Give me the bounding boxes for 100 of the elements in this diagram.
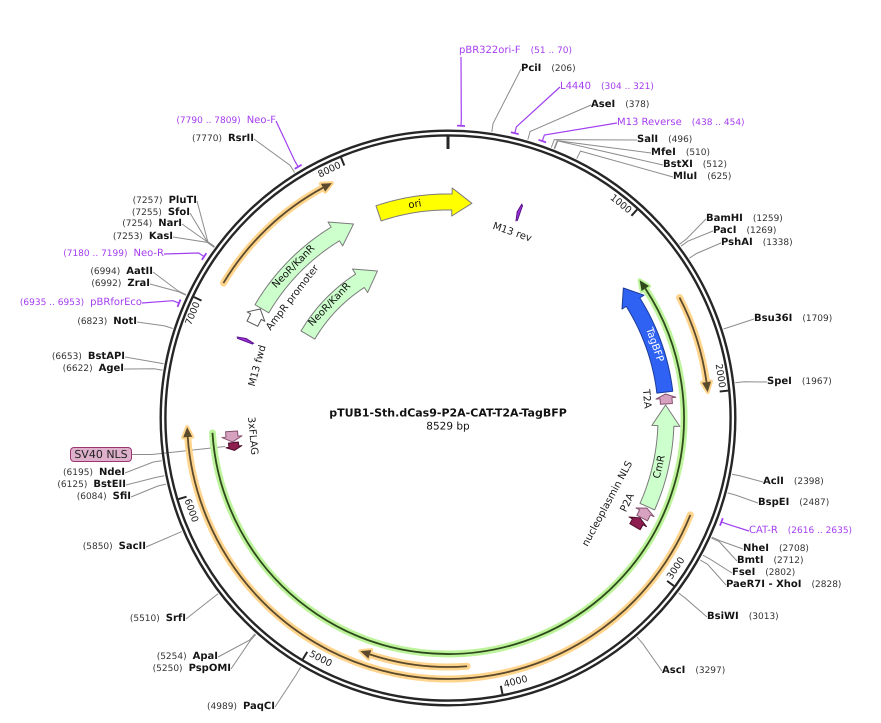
restriction-site-label: NheI (2708) bbox=[743, 543, 809, 555]
leader-line bbox=[136, 322, 174, 329]
leader-line bbox=[230, 634, 256, 670]
restriction-site-label: Bsu36I (1709) bbox=[754, 313, 832, 325]
feature-label: TagBFP bbox=[642, 326, 665, 364]
restriction-site-label: PshAI (1338) bbox=[721, 237, 793, 249]
feature-label: ori bbox=[408, 198, 422, 212]
restriction-site-label: (5850) SacII bbox=[82, 541, 146, 553]
plasmid-name: pTUB1-Sth.dCas9-P2A-CAT-T2A-TagBFP bbox=[329, 406, 567, 420]
leader-line bbox=[734, 381, 768, 384]
sequence-feature bbox=[246, 308, 266, 328]
primer-label: CAT-R (2616 .. 2635) bbox=[749, 525, 852, 537]
tick-label: 8000 bbox=[316, 160, 344, 181]
leader-line bbox=[732, 474, 764, 482]
leader-line bbox=[254, 138, 296, 173]
leader-line bbox=[491, 68, 522, 132]
feature-label: M13 fwd bbox=[246, 344, 270, 388]
restriction-site-label: (5250) PspOMI bbox=[152, 663, 231, 675]
leader-line bbox=[723, 318, 754, 330]
primer-label: (6935 .. 6953) pBRforEco bbox=[20, 297, 142, 309]
restriction-site-label: BspEI (2487) bbox=[758, 497, 830, 509]
restriction-site-label: (6994) AatII bbox=[90, 266, 153, 278]
feature-label: CmR bbox=[652, 454, 669, 480]
leader-line bbox=[550, 139, 638, 148]
restriction-site-label: (6622) AgeI bbox=[62, 363, 124, 375]
restriction-site-label: (5510) SrfI bbox=[130, 613, 186, 625]
leader-line bbox=[126, 475, 165, 486]
restriction-site-label: SalI (496) bbox=[637, 134, 692, 146]
leader-line bbox=[274, 666, 302, 708]
leader-line bbox=[576, 150, 674, 178]
leader-line bbox=[172, 236, 215, 248]
restriction-site-label: (7254) NarI bbox=[122, 218, 182, 230]
leader-line bbox=[164, 252, 208, 261]
sequence-feature bbox=[655, 392, 677, 405]
leader-line bbox=[196, 200, 216, 248]
leader-line bbox=[132, 446, 226, 455]
restriction-site-label: SpeI (1967) bbox=[767, 376, 832, 388]
leader-line bbox=[678, 592, 708, 618]
primer-label: (7180 .. 7199) Neo-R bbox=[63, 248, 164, 260]
sequence-feature bbox=[634, 506, 655, 522]
leader-line bbox=[554, 140, 652, 154]
sequence-feature bbox=[628, 516, 648, 531]
primer-site bbox=[236, 336, 255, 346]
leader-line bbox=[152, 272, 187, 296]
restriction-site-label: PaeR7I - XhoI (2828) bbox=[726, 579, 842, 591]
restriction-site-label: (7770) RsrII bbox=[192, 133, 254, 145]
restriction-site-label: AseI (378) bbox=[591, 99, 650, 111]
primer-label: L4440 (304 .. 321) bbox=[560, 81, 654, 93]
feature-tag: SV40 NLS bbox=[70, 447, 132, 462]
leader-line bbox=[554, 140, 664, 166]
tick-label: 6000 bbox=[181, 498, 200, 525]
leader-line bbox=[124, 356, 164, 364]
feature-label: 3xFLAG bbox=[244, 416, 260, 456]
restriction-site-label: BsiWI (3013) bbox=[707, 611, 779, 623]
leader-line bbox=[275, 120, 303, 170]
leader-line bbox=[124, 460, 162, 474]
leader-line bbox=[710, 538, 738, 562]
restriction-site-label: (6125) BstEII bbox=[57, 479, 126, 491]
restriction-site-label: (7253) KasI bbox=[112, 231, 173, 243]
leader-line bbox=[146, 531, 182, 548]
leader-line bbox=[679, 218, 706, 245]
leader-line bbox=[130, 484, 167, 498]
tick-label: 5000 bbox=[306, 650, 334, 671]
restriction-site-label: BamHI (1259) bbox=[706, 213, 783, 225]
leader-line bbox=[680, 230, 714, 247]
feature-label: P2A bbox=[618, 492, 638, 514]
leader-line bbox=[218, 633, 256, 658]
restriction-site-label: (6823) NotI bbox=[77, 316, 137, 328]
feature-label: M13 rev bbox=[490, 220, 533, 245]
leader-line bbox=[142, 298, 182, 308]
primer-label: M13 Reverse (438 .. 454) bbox=[617, 117, 745, 129]
leader-line bbox=[688, 242, 722, 259]
leader-line bbox=[527, 104, 592, 140]
leader-line bbox=[510, 86, 560, 136]
restriction-site-label: PciI (206) bbox=[521, 63, 576, 75]
leader-line bbox=[186, 593, 218, 620]
primer-label: pBR322ori-F (51 .. 70) bbox=[459, 45, 572, 57]
restriction-site-label: (6195) NdeI bbox=[63, 467, 125, 479]
restriction-site-label: (6653) BstAPI bbox=[52, 351, 125, 363]
restriction-site-label: MluI (625) bbox=[673, 171, 732, 183]
leader-line bbox=[702, 554, 732, 574]
leader-line bbox=[456, 57, 466, 127]
feature-label: T2A bbox=[639, 388, 653, 409]
restriction-site-label: (7255) SfoI bbox=[132, 207, 190, 219]
plasmid-length: 8529 bp bbox=[426, 420, 470, 434]
leader-line bbox=[150, 284, 186, 296]
leader-line bbox=[538, 122, 618, 144]
primer-label: (7790 .. 7809) Neo-F bbox=[176, 115, 276, 127]
leader-line bbox=[636, 636, 662, 672]
restriction-site-label: MfeI (510) bbox=[651, 147, 710, 159]
restriction-site-label: (5254) ApaI bbox=[156, 651, 218, 663]
sequence-feature bbox=[375, 187, 474, 222]
restriction-site-label: BmtI (2712) bbox=[737, 555, 804, 567]
restriction-site-label: AscI (3297) bbox=[662, 665, 726, 677]
leader-line bbox=[711, 536, 744, 550]
leader-line bbox=[719, 517, 750, 532]
restriction-site-label: AclI (2398) bbox=[763, 476, 824, 488]
sequence-feature bbox=[225, 441, 243, 452]
sequence-feature bbox=[220, 430, 243, 444]
restriction-site-label: (6084) SfiI bbox=[76, 491, 131, 503]
